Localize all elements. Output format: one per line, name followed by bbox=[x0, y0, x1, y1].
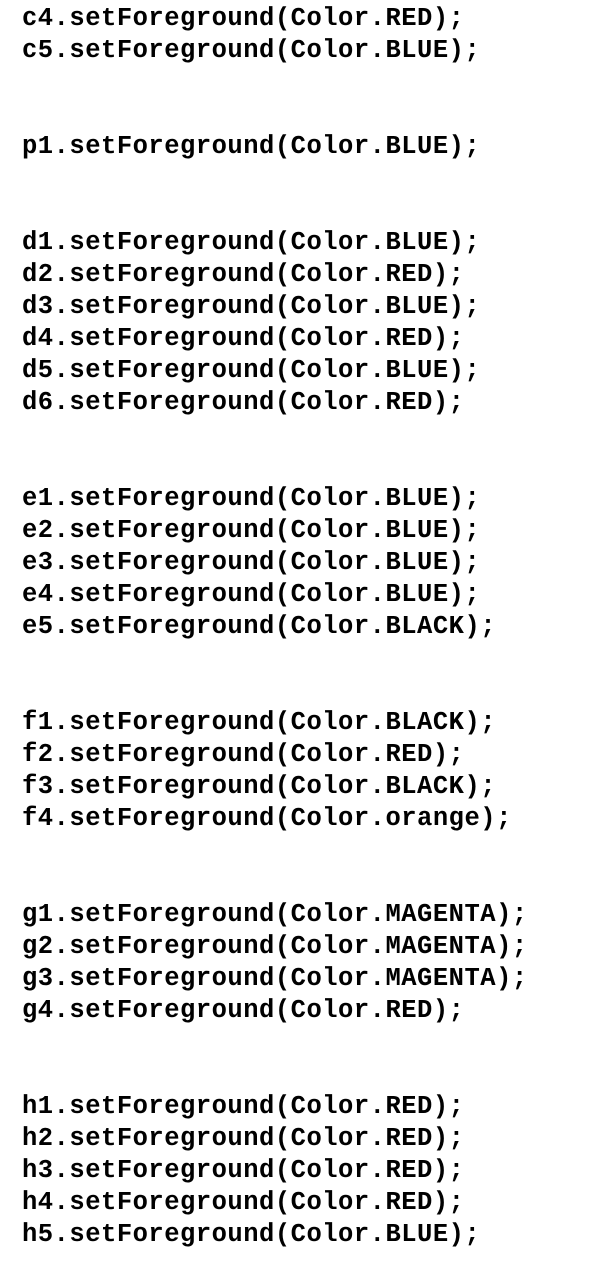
code-line: d1.setForeground(Color.BLUE); bbox=[22, 228, 481, 257]
blank-line bbox=[22, 867, 608, 899]
code-line: h5.setForeground(Color.BLUE); bbox=[22, 1220, 481, 1249]
code-line: g2.setForeground(Color.MAGENTA); bbox=[22, 932, 528, 961]
code-line: c5.setForeground(Color.BLUE); bbox=[22, 36, 481, 65]
code-line: g4.setForeground(Color.RED); bbox=[22, 996, 465, 1025]
code-line: h2.setForeground(Color.RED); bbox=[22, 1124, 465, 1153]
code-line: e2.setForeground(Color.BLUE); bbox=[22, 516, 481, 545]
code-line: g1.setForeground(Color.MAGENTA); bbox=[22, 900, 528, 929]
code-line: f1.setForeground(Color.BLACK); bbox=[22, 708, 497, 737]
blank-line bbox=[22, 195, 608, 227]
code-line: f3.setForeground(Color.BLACK); bbox=[22, 772, 497, 801]
code-line: e3.setForeground(Color.BLUE); bbox=[22, 548, 481, 577]
blank-line bbox=[22, 1027, 608, 1059]
blank-line bbox=[22, 99, 608, 131]
blank-line bbox=[22, 1059, 608, 1091]
code-line: c4.setForeground(Color.RED); bbox=[22, 4, 465, 33]
code-line: d3.setForeground(Color.BLUE); bbox=[22, 292, 481, 321]
blank-line bbox=[22, 163, 608, 195]
code-line: p1.setForeground(Color.BLUE); bbox=[22, 132, 481, 161]
code-line: d2.setForeground(Color.RED); bbox=[22, 260, 465, 289]
code-line: e4.setForeground(Color.BLUE); bbox=[22, 580, 481, 609]
code-line: f4.setForeground(Color.orange); bbox=[22, 804, 512, 833]
blank-line bbox=[22, 419, 608, 451]
blank-line bbox=[22, 67, 608, 99]
code-line: d6.setForeground(Color.RED); bbox=[22, 388, 465, 417]
code-line: e1.setForeground(Color.BLUE); bbox=[22, 484, 481, 513]
blank-line bbox=[22, 835, 608, 867]
blank-line bbox=[22, 451, 608, 483]
code-line: f2.setForeground(Color.RED); bbox=[22, 740, 465, 769]
blank-line bbox=[22, 675, 608, 707]
code-line: e5.setForeground(Color.BLACK); bbox=[22, 612, 497, 641]
code-line: d4.setForeground(Color.RED); bbox=[22, 324, 465, 353]
code-line: d5.setForeground(Color.BLUE); bbox=[22, 356, 481, 385]
code-line: h3.setForeground(Color.RED); bbox=[22, 1156, 465, 1185]
blank-line bbox=[22, 643, 608, 675]
code-line: h1.setForeground(Color.RED); bbox=[22, 1092, 465, 1121]
code-line: g3.setForeground(Color.MAGENTA); bbox=[22, 964, 528, 993]
code-line: h4.setForeground(Color.RED); bbox=[22, 1188, 465, 1217]
